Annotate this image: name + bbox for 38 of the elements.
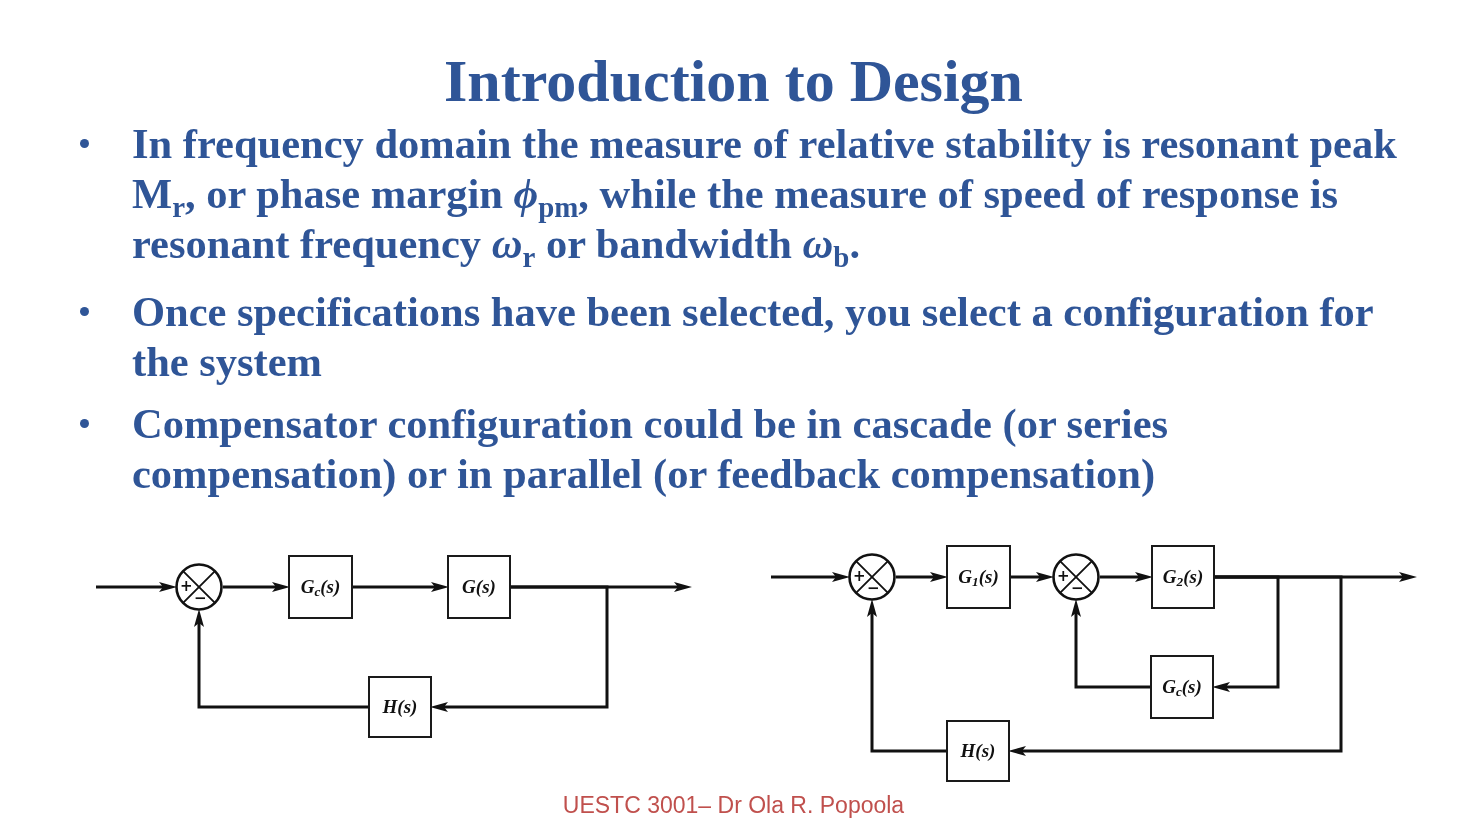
- bullet-text: In frequency domain the measure of relative stability is resonant peak M$_{r}$, or phase margin ϕ$_{pm}$, while the measure of speed of response is resonant frequency ω$_{r}$ or bandwidth ω$_{b}$.: [132, 119, 1398, 269]
- transfer-function-block: [1151, 545, 1215, 609]
- bullet-text: Once specifications have been selected, you select a configuration for the system: [132, 287, 1374, 387]
- footer-text: UESTC 3001– Dr Ola R. Popoola: [562, 791, 905, 820]
- summing-junction: [848, 553, 896, 601]
- signal-arrow: [1100, 572, 1153, 582]
- sign-symbol: −: [1071, 581, 1084, 596]
- signal-arrow: [353, 582, 449, 592]
- sign-symbol: +: [180, 579, 193, 594]
- summing-junction: [1052, 553, 1100, 601]
- summing-junction: [175, 563, 223, 611]
- sign-symbol: −: [867, 581, 880, 596]
- transfer-function-block: [447, 555, 511, 619]
- signal-arrow: [1011, 572, 1054, 582]
- transfer-function: H(s): [960, 740, 996, 762]
- transfer-function-block: [288, 555, 353, 619]
- transfer-function: G$_{2}$(s): [1162, 566, 1204, 588]
- transfer-function: G$_{c}$(s): [1162, 676, 1202, 698]
- signal-arrow: [1071, 599, 1150, 689]
- signal-arrow: [223, 582, 290, 592]
- transfer-function: G$_{1}$(s): [958, 566, 999, 588]
- bullet-text: Compensator configuration could be in cascade (or series compensation) or in parallel (or feedback compensation): [132, 399, 1170, 499]
- sign-symbol: +: [853, 569, 866, 584]
- transfer-function-block: [946, 545, 1011, 609]
- transfer-function: G(s): [462, 576, 496, 598]
- slide-title: Introduction to Design: [444, 48, 1023, 114]
- sign-symbol: −: [194, 591, 207, 606]
- signal-arrow: [194, 609, 368, 709]
- signal-arrow: [896, 572, 948, 582]
- transfer-function: G$_{c}$(s): [300, 576, 341, 598]
- transfer-function: H(s): [382, 696, 418, 718]
- transfer-function-block: [946, 720, 1010, 782]
- signal-arrow: [867, 599, 946, 753]
- signal-arrow: [771, 572, 850, 582]
- sign-symbol: +: [1057, 569, 1070, 584]
- transfer-function-block: [1150, 655, 1214, 719]
- transfer-function-block: [368, 676, 432, 738]
- signal-arrow: [96, 582, 177, 592]
